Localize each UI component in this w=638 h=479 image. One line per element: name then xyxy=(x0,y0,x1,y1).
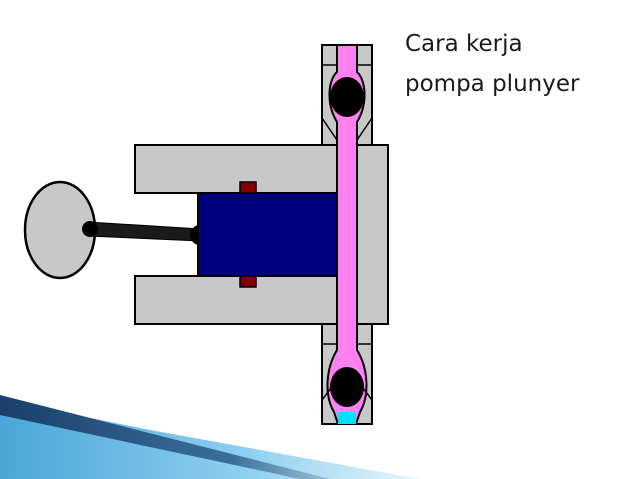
upper-valve-seat-left xyxy=(321,117,338,141)
diagram-title-line-2: pompa plunyer xyxy=(405,71,580,97)
seal-top xyxy=(239,181,257,194)
inlet-fluid xyxy=(338,412,356,424)
seal-bottom xyxy=(239,275,257,288)
ribbon-dark-band xyxy=(0,395,330,479)
corner-ribbon xyxy=(0,395,420,479)
connecting-rod xyxy=(87,221,201,242)
upper-valve-ball xyxy=(330,77,364,117)
diagram-title-line-1: Cara kerja xyxy=(405,31,523,57)
ribbon-light-band xyxy=(0,400,420,479)
crank-pin xyxy=(82,221,98,237)
plunger xyxy=(197,192,345,277)
upper-valve-seat-right xyxy=(356,117,373,141)
lower-valve-ball xyxy=(330,367,364,407)
